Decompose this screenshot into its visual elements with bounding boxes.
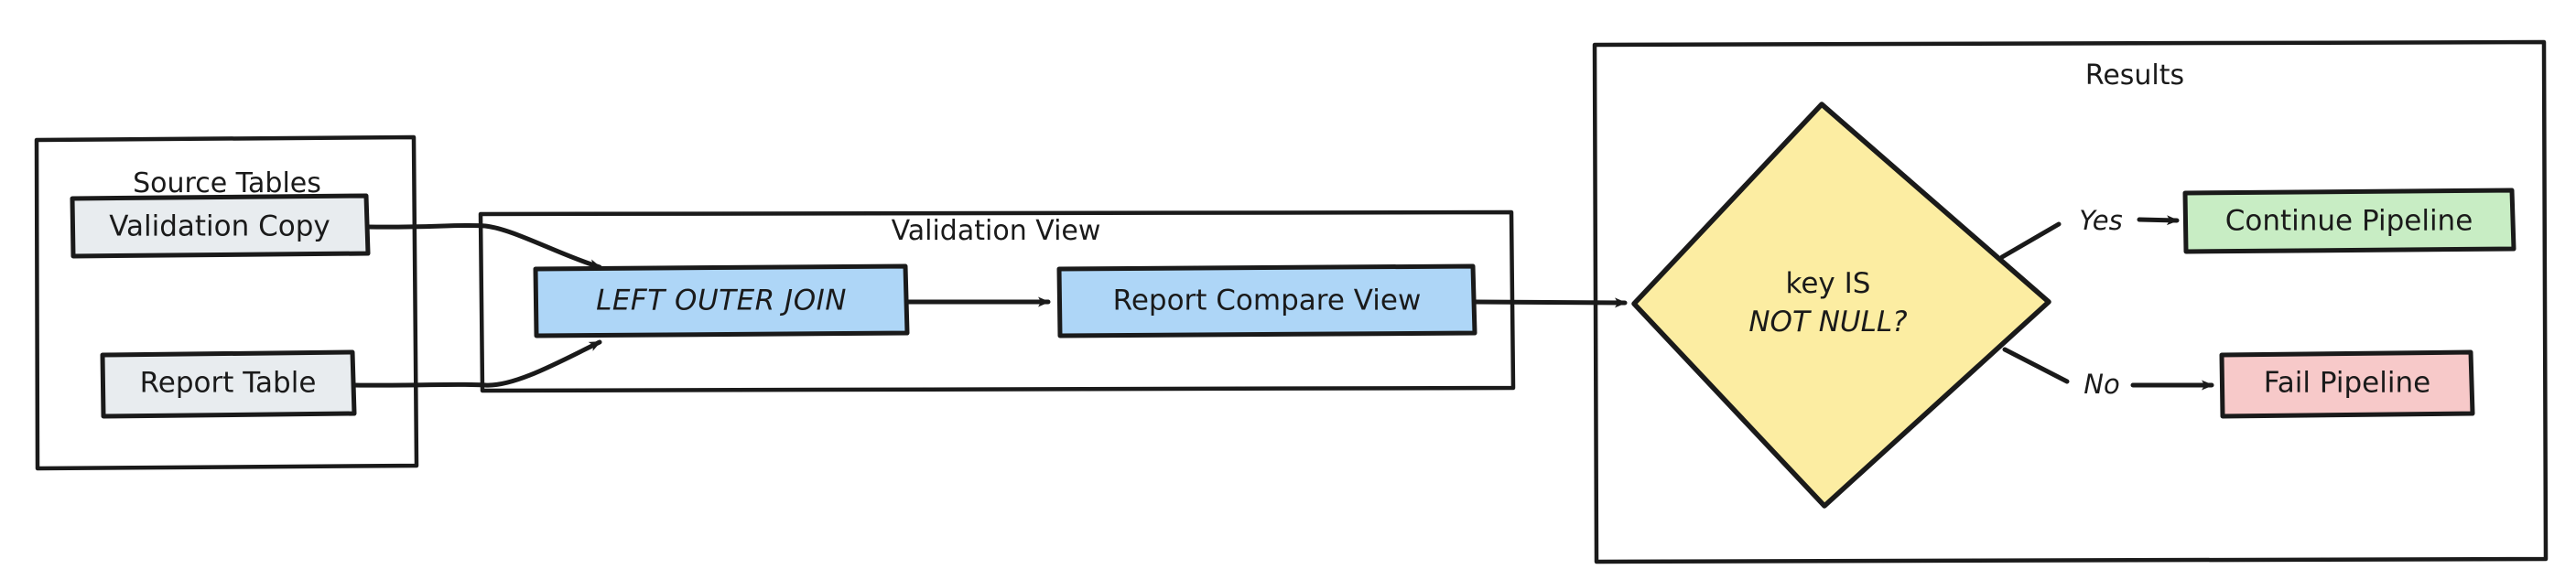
validation-view-border [478,209,1516,393]
fail-pipeline-label: Fail Pipeline [2264,367,2430,400]
node-report-table[interactable]: Report Table [100,349,357,419]
edge-compare-to-decision-line [1472,297,1628,308]
continue-pipeline-label: Continue Pipeline [2225,205,2473,238]
report-table-box [100,349,357,419]
edge-validation-copy-to-join [365,222,602,270]
edge-decision-yes: Yes [1999,205,2180,260]
node-fail-pipeline[interactable]: Fail Pipeline [2219,349,2475,419]
key-is-not-null-diamond [1631,102,2051,509]
edge-decision-yes-label: Yes [2079,205,2122,236]
node-continue-pipeline[interactable]: Continue Pipeline [2182,188,2516,254]
fail-pipeline-box [2219,349,2475,419]
report-compare-view-label: Report Compare View [1113,285,1422,317]
key-is-not-null-label-line1: key IS [1786,267,1871,300]
report-compare-view-box [1056,263,1477,338]
continue-pipeline-box [2182,188,2516,254]
key-is-not-null-label-line2: NOT NULL? [1748,306,1907,338]
validation-copy-label: Validation Copy [109,210,330,243]
source-tables-title: Source Tables [133,167,321,199]
edge-report-table-to-join [352,339,602,388]
edge-compare-to-decision [1472,297,1628,308]
edge-decision-no: No [2002,347,2214,400]
edge-decision-yes-line [1999,221,2062,260]
validation-view-title: Validation View [892,215,1101,247]
results-border [1592,39,2549,564]
report-table-label: Report Table [140,367,317,400]
edge-report-table-to-join-line [352,339,602,388]
group-source-tables: Source Tables [34,134,419,471]
group-results: Results [1592,39,2549,564]
edge-decision-no-line [2002,347,2070,384]
node-report-compare-view[interactable]: Report Compare View [1056,263,1477,338]
edge-validation-copy-to-join-line [365,222,602,270]
node-validation-copy[interactable]: Validation Copy [70,193,371,259]
validation-copy-box [70,193,371,259]
node-key-is-not-null[interactable]: key IS NOT NULL? [1631,102,2051,509]
left-outer-join-box [533,263,910,338]
source-tables-border [34,134,419,471]
group-validation-view: Validation View [478,209,1516,393]
left-outer-join-label: LEFT OUTER JOIN [596,285,847,317]
results-title: Results [2085,59,2184,91]
node-left-outer-join[interactable]: LEFT OUTER JOIN [533,263,910,338]
edge-decision-no-label: No [2084,369,2119,400]
